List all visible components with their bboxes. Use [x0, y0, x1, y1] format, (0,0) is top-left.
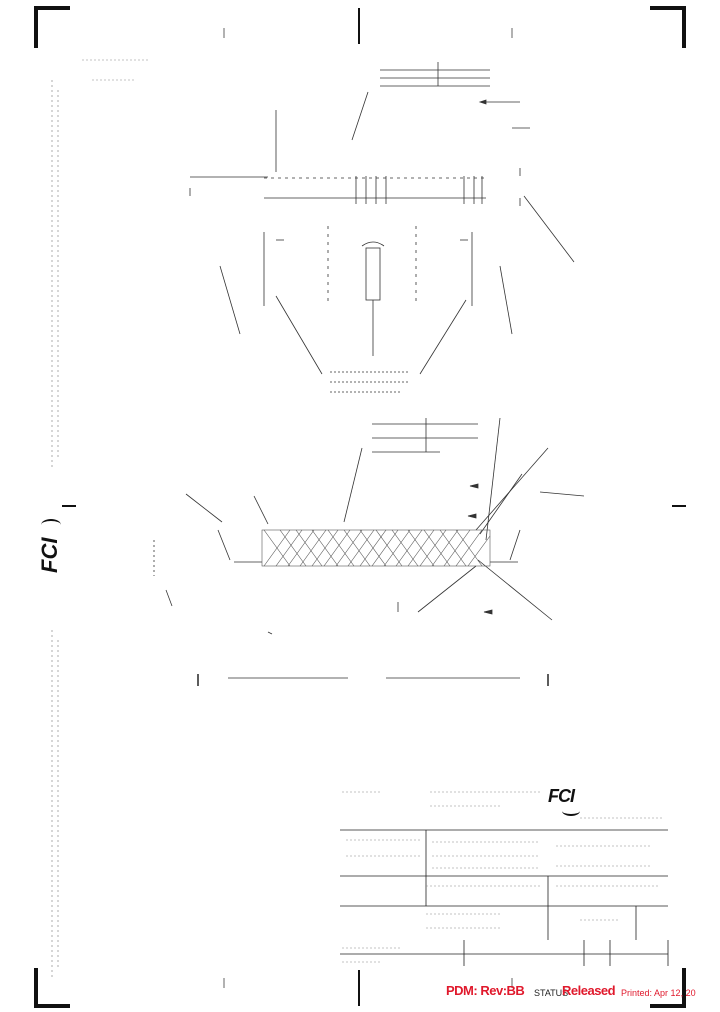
side-logo-text: FCI: [37, 537, 62, 573]
title-block-logo-text: FCI: [548, 786, 575, 806]
section-view: [153, 417, 585, 686]
printed-value: Apr 12, 20: [654, 988, 696, 998]
printed-date: Printed: Apr 12, 20: [621, 988, 717, 998]
pdm-rev-label: PDM: Rev:BB: [446, 983, 525, 998]
contact-strip-hatch: [261, 529, 491, 567]
top-view: [189, 62, 575, 393]
printed-label: Printed:: [621, 988, 653, 998]
zone-marks: [223, 28, 513, 988]
rev-label: Rev:: [480, 983, 507, 998]
status-value: Released: [562, 983, 616, 998]
title-block-logo: FCI: [548, 786, 588, 816]
side-logo: FCI: [37, 519, 67, 573]
rev-value: BB: [506, 983, 525, 998]
pdm-label: PDM:: [446, 983, 478, 998]
title-block-logo-swoosh-icon: [562, 806, 580, 816]
title-block-text-traces: [82, 59, 664, 963]
zone-ticks: [62, 8, 686, 1006]
title-block-grid: [340, 829, 669, 966]
side-logo-swoosh-icon: [41, 519, 61, 531]
left-margin-notes: [51, 80, 59, 980]
status-label: STATUS: [534, 988, 569, 998]
sheet-corner-marks: [34, 6, 686, 1008]
